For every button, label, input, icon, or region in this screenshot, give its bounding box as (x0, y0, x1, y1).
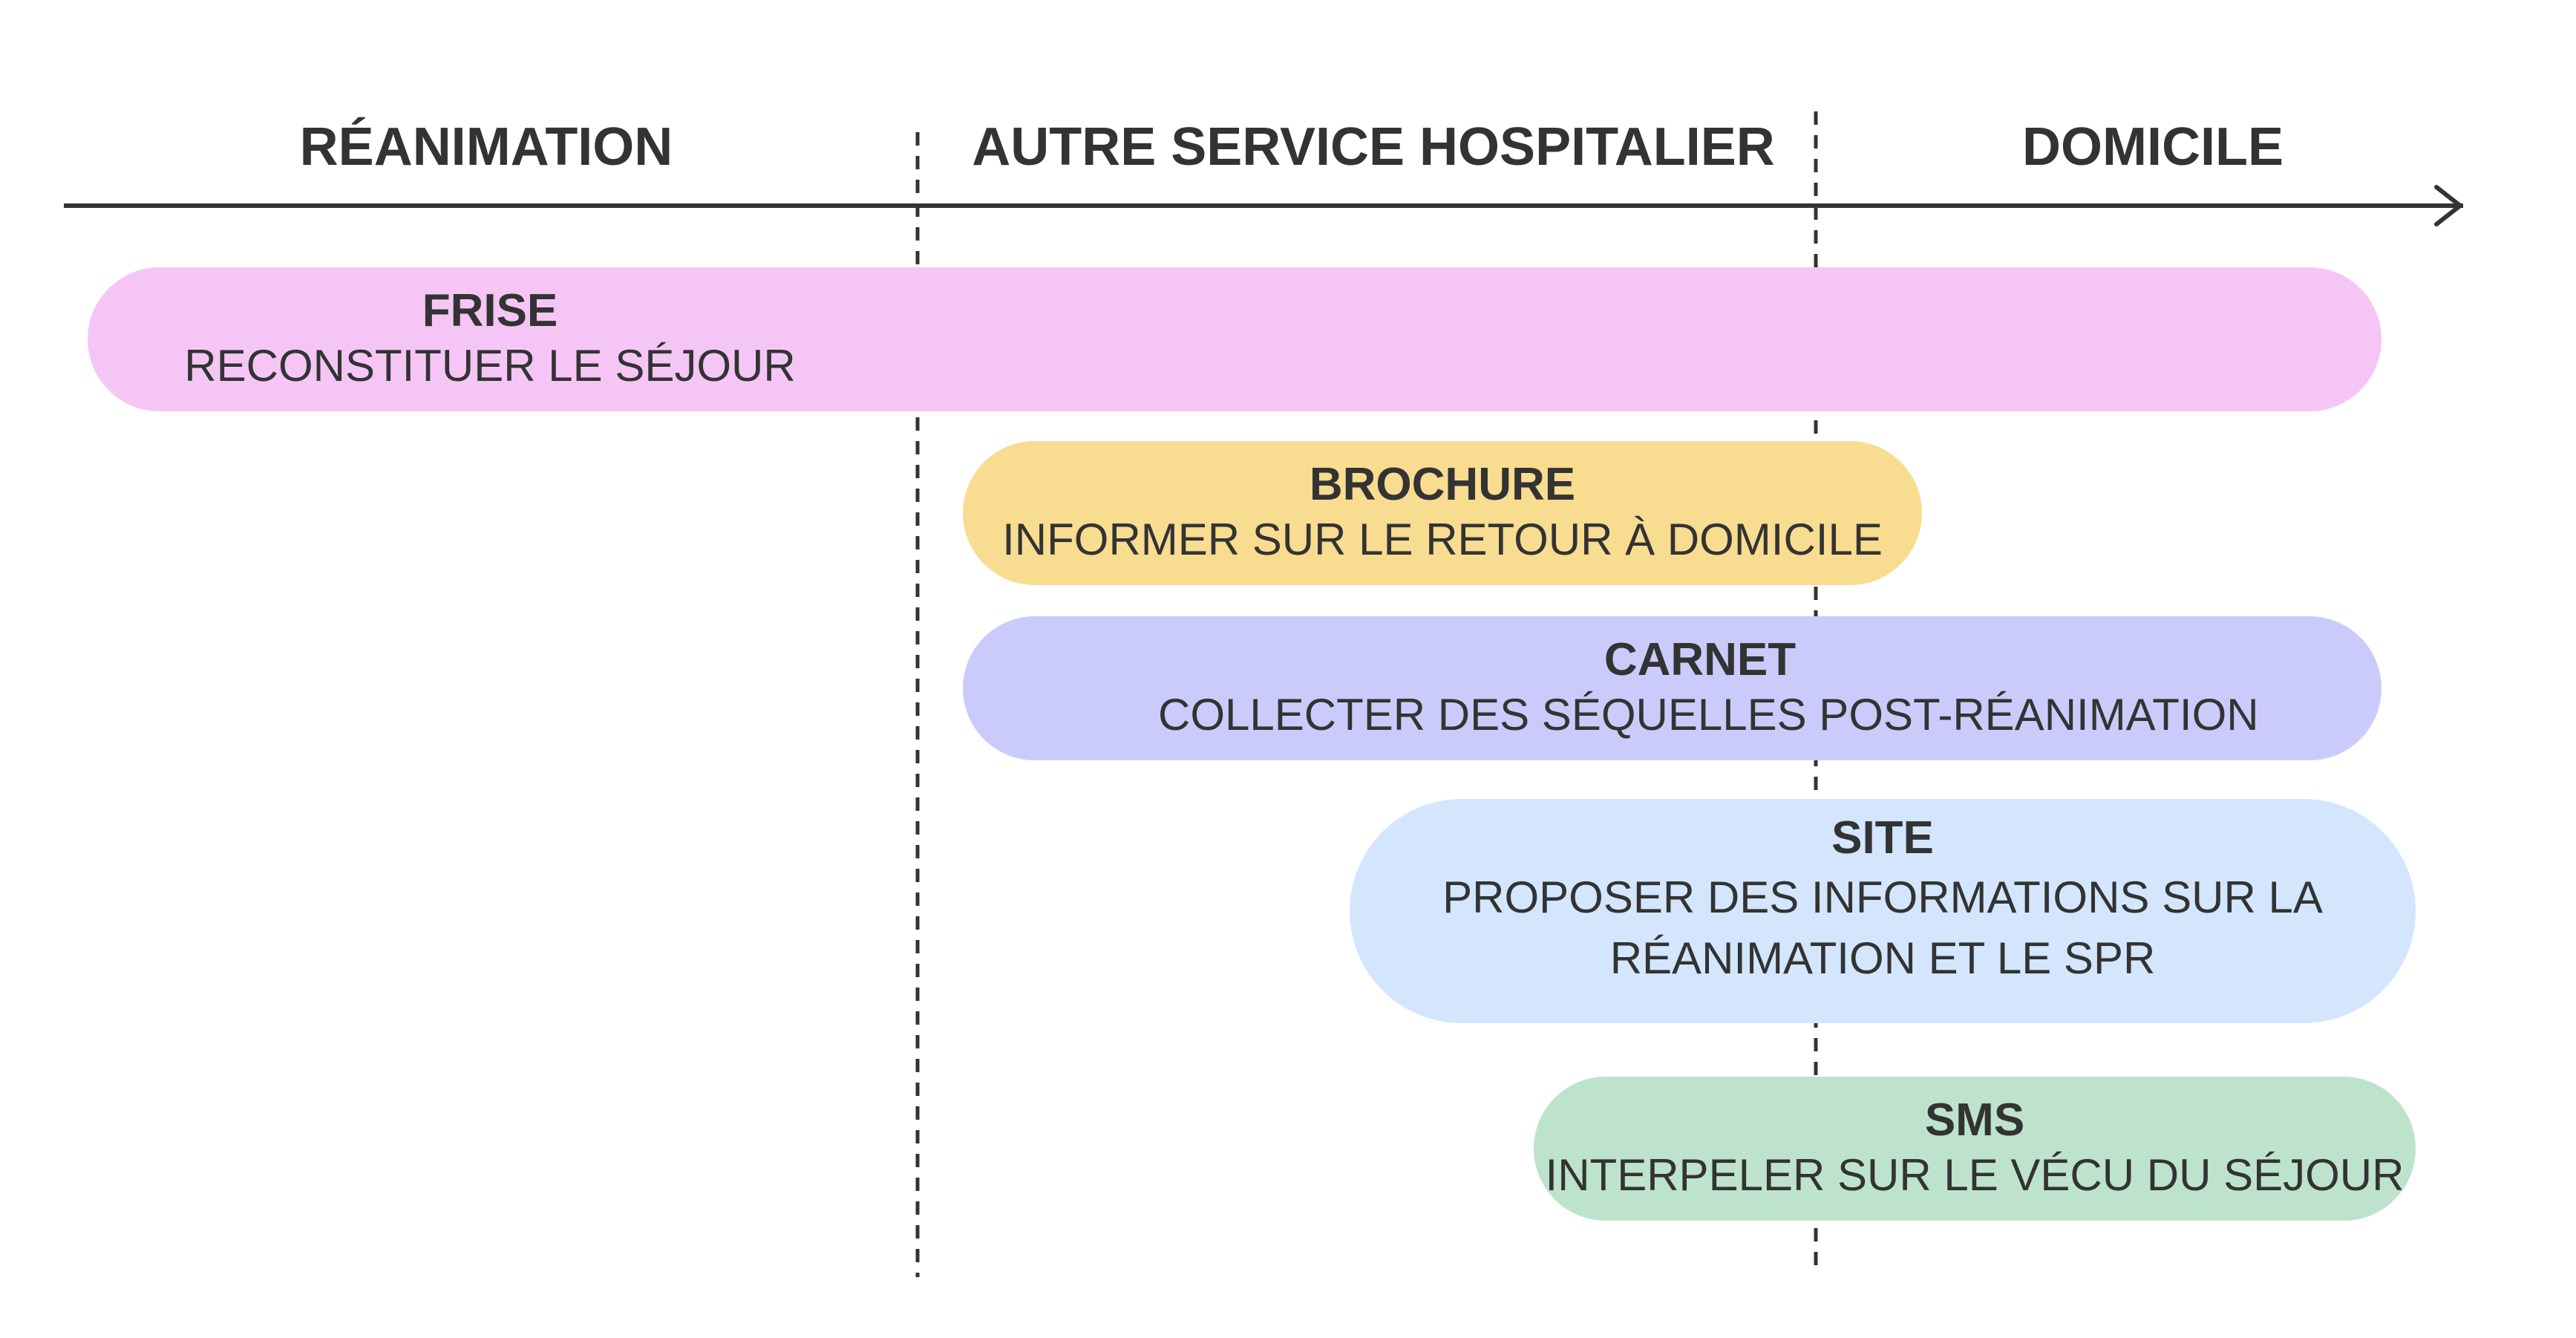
tool-site-text: SITE PROPOSER DES INFORMATIONS SUR LA RÉ… (1350, 811, 2416, 991)
tool-desc-frise: RECONSTITUER LE SÉJOUR (184, 341, 796, 391)
tool-desc-brochure: INFORMER SUR LE RETOUR À DOMICILE (1002, 515, 1883, 564)
tool-title-carnet: CARNET (1604, 634, 1797, 685)
tool-desc-carnet: COLLECTER DES SÉQUELLES POST-RÉANIMATION (1158, 690, 2259, 740)
tool-title-brochure: BROCHURE (1309, 459, 1576, 510)
tool-bar-site (1350, 799, 2416, 1023)
tool-title-frise: FRISE (422, 285, 558, 336)
phase-label-autre-service: AUTRE SERVICE HOSPITALIER (972, 117, 1775, 177)
phase-label-domicile: DOMICILE (2022, 117, 2284, 177)
tool-carnet-text: CARNET COLLECTER DES SÉQUELLES POST-RÉAN… (1158, 633, 2259, 743)
tool-bar-carnet (963, 616, 2382, 760)
tool-title-site: SITE (1831, 812, 1934, 864)
tool-desc-site-line1: PROPOSER DES INFORMATIONS SUR LA (1442, 872, 2323, 922)
timeline-arrow-head (2434, 185, 2462, 226)
tool-bar-brochure (963, 441, 1922, 585)
phase-label-reanimation: RÉANIMATION (299, 117, 673, 177)
tool-bar-frise (88, 267, 2382, 411)
tool-frise-text: FRISE RECONSTITUER LE SÉJOUR (171, 284, 809, 394)
tool-bar-sms (1534, 1077, 2416, 1221)
tool-brochure-text: BROCHURE INFORMER SUR LE RETOUR À DOMICI… (963, 457, 1922, 567)
tool-desc-sms: INTERPELER SUR LE VÉCU DU SÉJOUR (1545, 1150, 2405, 1200)
tool-sms-text: SMS INTERPELER SUR LE VÉCU DU SÉJOUR (1534, 1093, 2416, 1203)
tool-desc-site-line2: RÉANIMATION ET LE SPR (1609, 933, 2156, 983)
tool-title-sms: SMS (1924, 1094, 2025, 1146)
